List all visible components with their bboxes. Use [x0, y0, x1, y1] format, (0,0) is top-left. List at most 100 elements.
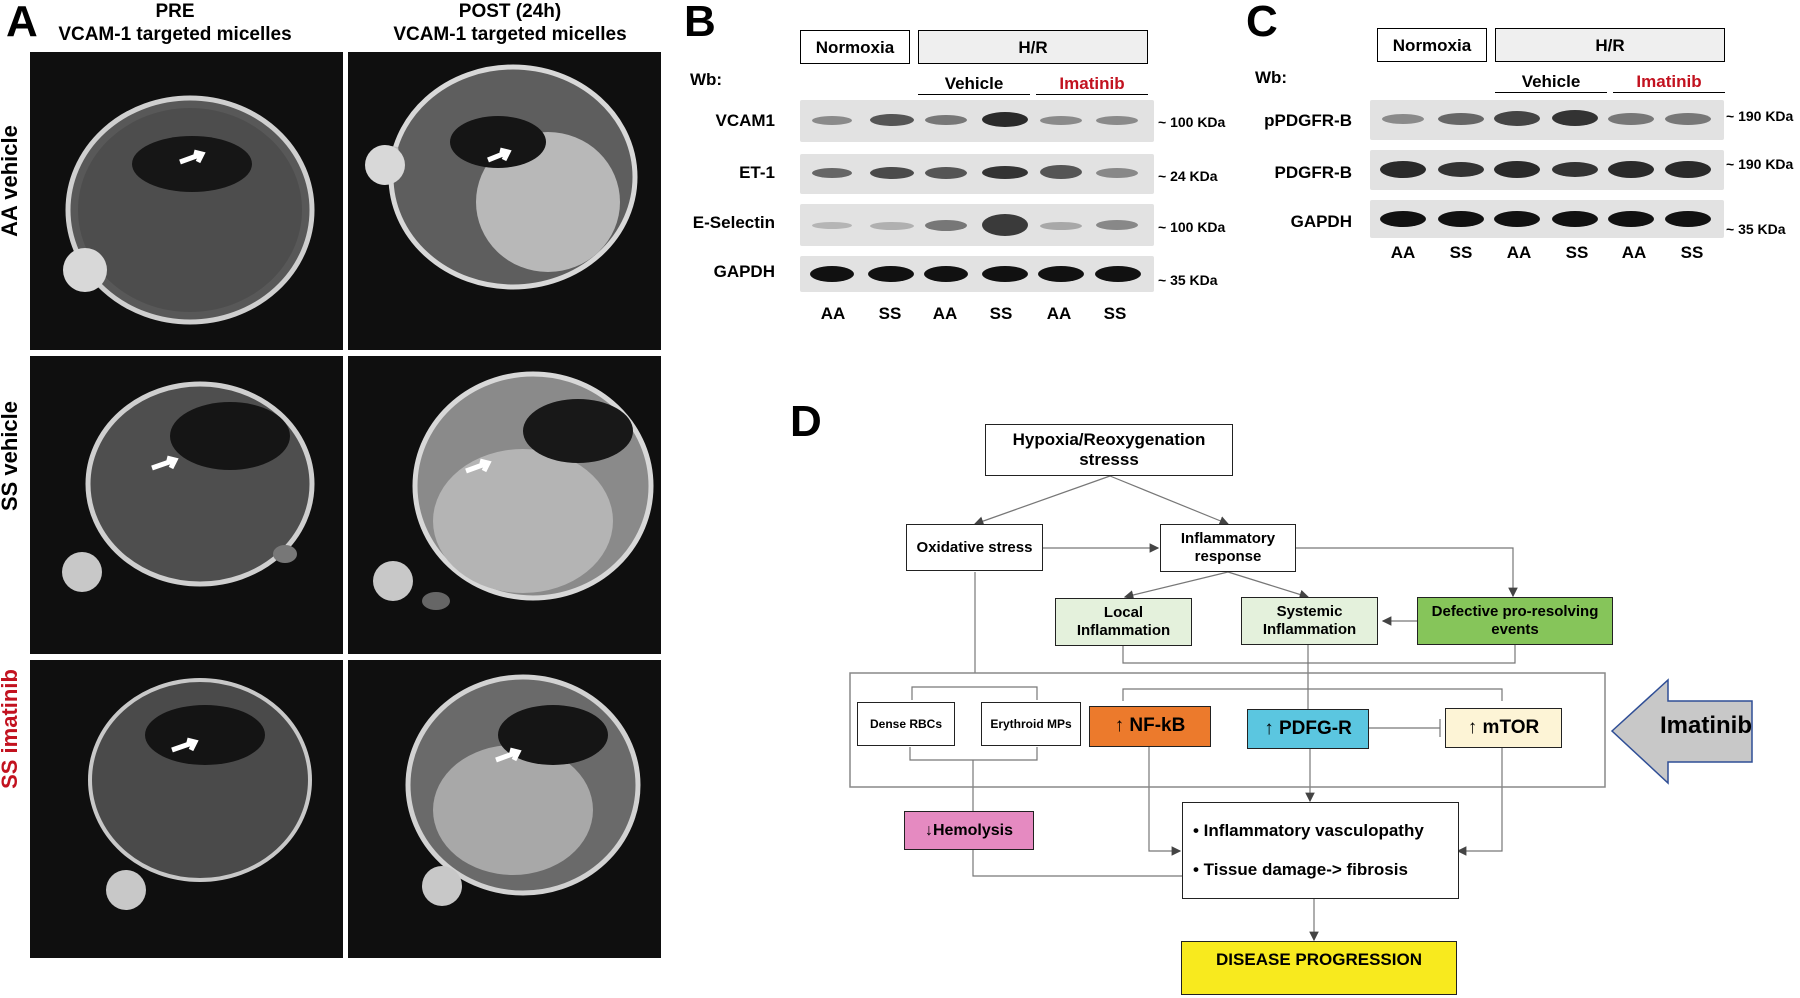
- blot-band: [1494, 111, 1540, 126]
- node-pdfgr: ↑ PDFG-R: [1247, 709, 1369, 749]
- blot-band: [982, 166, 1028, 179]
- blot-band: [1096, 116, 1138, 125]
- mri-ss-imatinib-post: [348, 660, 661, 958]
- blot-band: [1438, 211, 1484, 227]
- c-kda-gapdh: ~ 35 KDa: [1726, 221, 1786, 237]
- blot-band: [1608, 211, 1654, 227]
- blot-band: [812, 116, 852, 125]
- node-mtor: ↑ mTOR: [1445, 708, 1562, 748]
- blot-band: [1380, 211, 1426, 227]
- blot-band: [1608, 161, 1654, 178]
- blot-band: [982, 266, 1028, 282]
- node-local-inflammation: Local Inflammation: [1055, 598, 1192, 646]
- c-vehicle-underline: [1495, 92, 1607, 93]
- imatinib-arrow-icon: [1610, 678, 1753, 785]
- b-imatinib-label: Imatinib: [1059, 74, 1125, 93]
- b-blot-strip-eselectin: [800, 204, 1154, 246]
- c-row-label-gapdh: GAPDH: [1290, 212, 1352, 231]
- arrow-marker-icon: [495, 747, 522, 763]
- b-imatinib-underline: [1036, 94, 1148, 95]
- b-lane-label: AA: [1046, 304, 1072, 323]
- arrow-marker-icon: [179, 149, 206, 165]
- c-wb-label: Wb:: [1255, 68, 1288, 87]
- blot-band: [1040, 116, 1082, 125]
- blot-band: [870, 167, 914, 179]
- blot-band: [1665, 211, 1711, 227]
- b-row-label-eselectin: E-Selectin: [692, 213, 775, 232]
- c-row-label-ppdgfrb: pPDGFR-B: [1264, 111, 1352, 130]
- mri-ss-vehicle-pre: [30, 356, 343, 654]
- blot-band: [982, 214, 1028, 236]
- blot-band: [924, 266, 968, 282]
- blot-band: [1552, 110, 1598, 126]
- mri-aa-vehicle-post: [348, 52, 661, 350]
- blot-band: [1038, 266, 1084, 282]
- imatinib-arrow-label: Imatinib: [1660, 712, 1753, 739]
- b-hr-header: H/R: [918, 30, 1148, 64]
- c-lane-label: SS: [1449, 243, 1473, 262]
- panel-c-letter: C: [1246, 0, 1278, 46]
- node-outcomes: • Inflammatory vasculopathy • Tissue dam…: [1182, 802, 1459, 899]
- c-blot-strip-gapdh: [1370, 200, 1724, 238]
- node-erythroid-mps: Erythroid MPs: [981, 702, 1081, 746]
- blot-band: [1665, 113, 1711, 125]
- b-kda-vcam1: ~ 100 KDa: [1158, 114, 1226, 130]
- arrow-marker-icon: [171, 737, 199, 753]
- blot-band: [1040, 222, 1082, 230]
- c-kda-ppdgfrb: ~ 190 KDa: [1726, 108, 1794, 124]
- col-header-post-line2: VCAM-1 targeted micelles: [393, 24, 627, 45]
- b-vehicle-underline: [918, 94, 1030, 95]
- b-row-label-et1: ET-1: [739, 163, 775, 182]
- b-kda-gapdh: ~ 35 KDa: [1158, 272, 1218, 288]
- c-blot-strip-ppdgfrb: [1370, 100, 1724, 140]
- col-header-pre-line1: PRE: [155, 1, 195, 22]
- blot-band: [1040, 165, 1082, 179]
- blot-band: [1096, 168, 1138, 178]
- b-vehicle-label: Vehicle: [944, 74, 1004, 93]
- c-lane-label: SS: [1680, 243, 1704, 262]
- mri-col-header-pre: PRE VCAM-1 targeted micelles: [40, 0, 310, 46]
- blot-band: [1552, 211, 1598, 227]
- node-hypoxia-stress: Hypoxia/Reoxygenation stresss: [985, 424, 1233, 476]
- blot-band: [1438, 162, 1484, 177]
- blot-band: [1095, 266, 1141, 282]
- blot-band: [870, 222, 914, 230]
- blot-band: [1494, 211, 1540, 227]
- node-inflammatory-response: Inflammatory response: [1160, 524, 1296, 572]
- c-imatinib-underline: [1613, 92, 1725, 93]
- blot-band: [868, 266, 914, 282]
- c-lane-label: SS: [1565, 243, 1589, 262]
- panel-d-letter: D: [790, 397, 822, 446]
- mri-col-header-post: POST (24h) VCAM-1 targeted micelles: [350, 0, 670, 46]
- b-lane-label: AA: [820, 304, 846, 323]
- blot-band: [1382, 114, 1424, 124]
- b-normoxia-header: Normoxia: [800, 30, 910, 64]
- blot-band: [810, 266, 854, 282]
- b-row-label-gapdh: GAPDH: [713, 262, 775, 281]
- c-lane-label: AA: [1506, 243, 1532, 262]
- node-oxidative-stress: Oxidative stress: [906, 524, 1043, 571]
- arrow-marker-icon: [465, 458, 492, 474]
- blot-band: [812, 168, 852, 178]
- b-wb-label: Wb:: [690, 70, 723, 89]
- c-vehicle-label: Vehicle: [1521, 72, 1581, 91]
- b-lane-label: SS: [989, 304, 1013, 323]
- c-hr-header: H/R: [1495, 28, 1725, 62]
- node-disease-progression: DISEASE PROGRESSION: [1181, 941, 1457, 995]
- outcome-vasculopathy: • Inflammatory vasculopathy: [1193, 821, 1424, 841]
- c-blot-strip-pdgfrb: [1370, 150, 1724, 190]
- b-blot-strip-vcam1: [800, 100, 1154, 142]
- blot-band: [1380, 161, 1426, 178]
- mri-aa-vehicle-pre: [30, 52, 343, 350]
- blot-band: [925, 167, 967, 179]
- arrow-marker-icon: [151, 455, 179, 471]
- blot-band: [1665, 161, 1711, 178]
- node-systemic-inflammation: Systemic Inflammation: [1241, 597, 1378, 645]
- blot-band: [1608, 113, 1654, 125]
- c-normoxia-header: Normoxia: [1377, 28, 1487, 62]
- blot-band: [925, 220, 967, 231]
- c-lane-label: AA: [1621, 243, 1647, 262]
- blot-band: [1552, 162, 1598, 177]
- b-blot-strip-gapdh: [800, 256, 1154, 292]
